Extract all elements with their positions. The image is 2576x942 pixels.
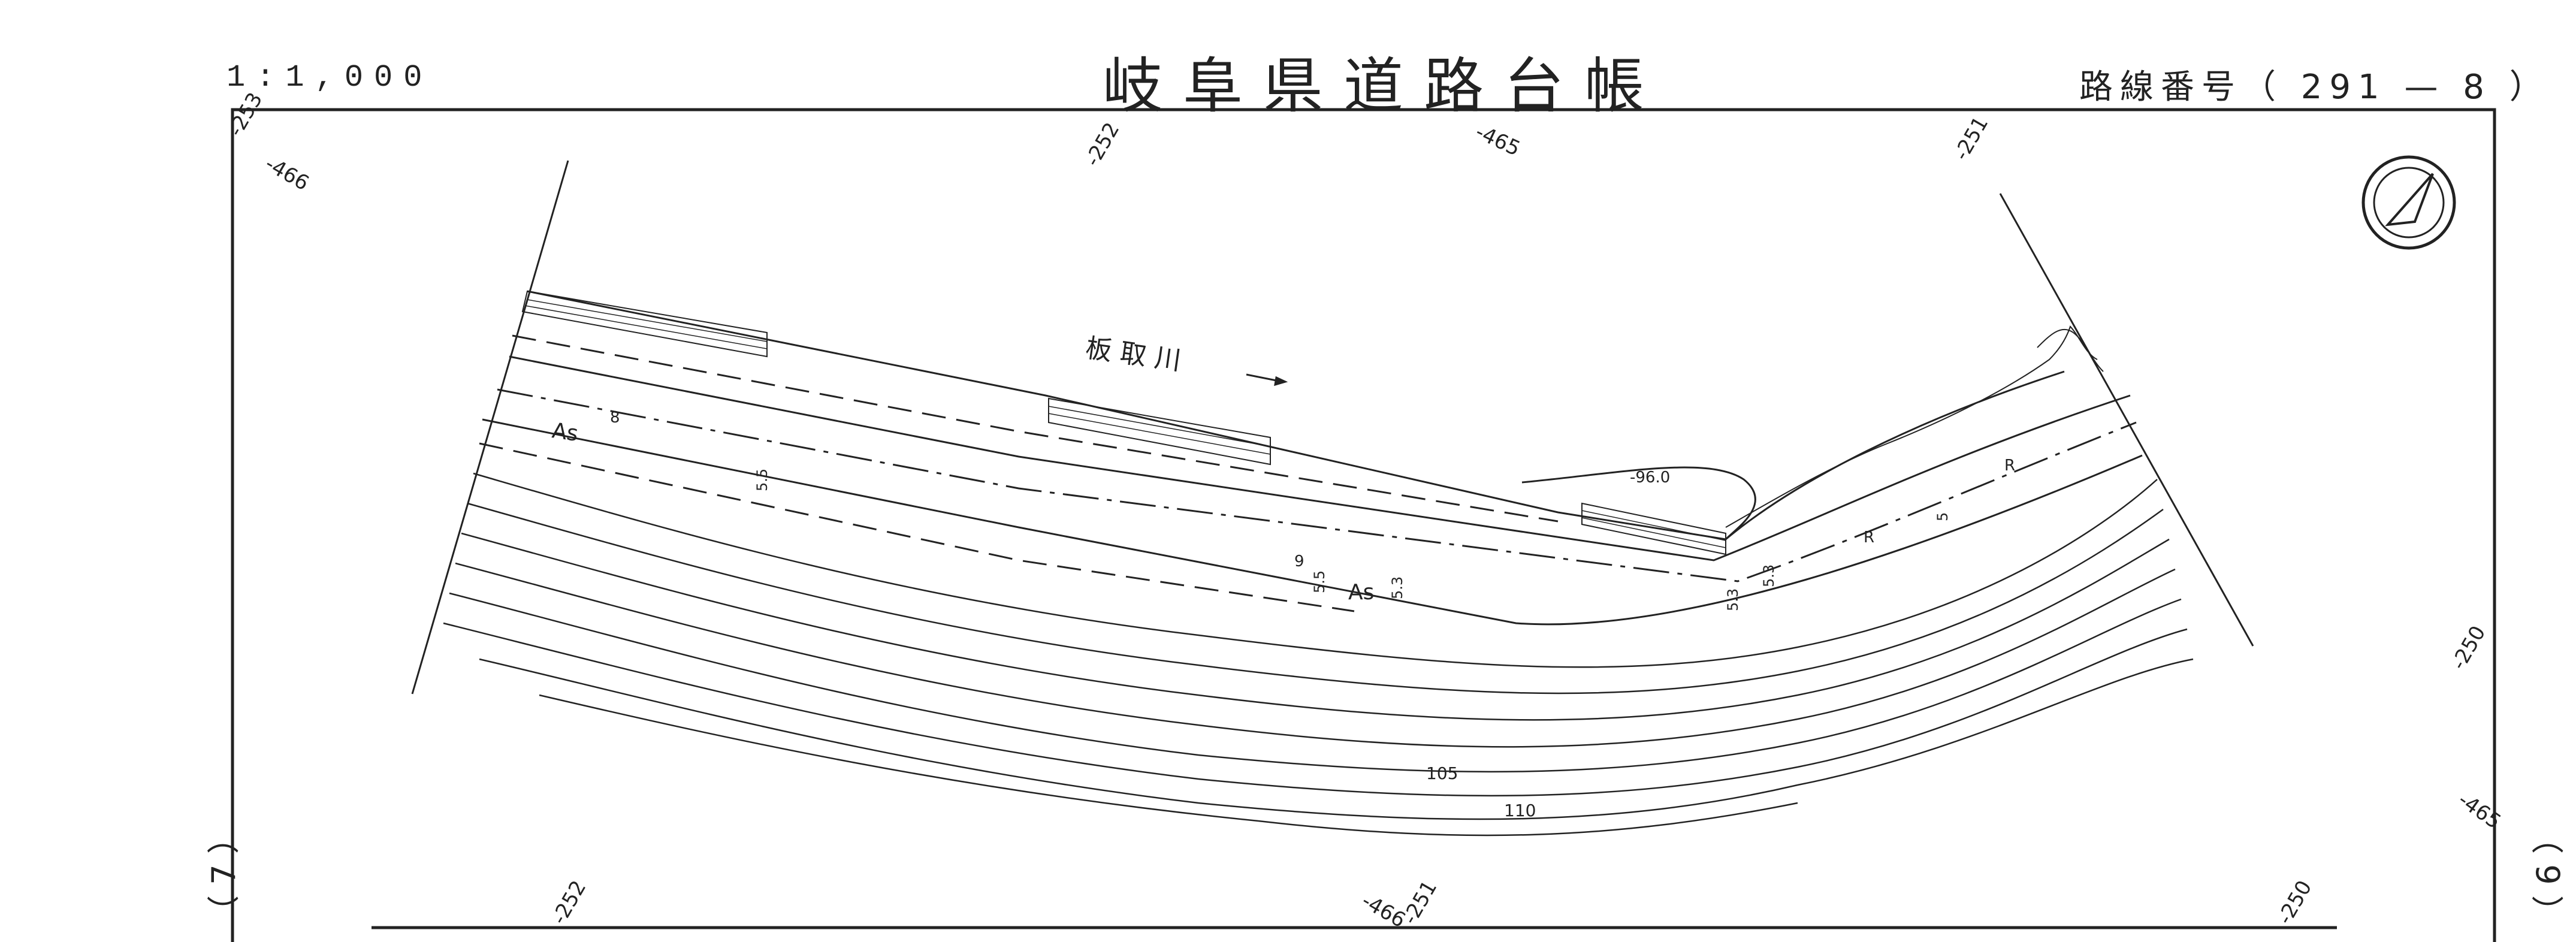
grid-label: -251 [1949,113,1993,165]
guardrail-lower [479,442,1355,612]
tree-line [1725,325,2104,528]
road-center-line [497,388,2137,582]
grid-label: -251 [1398,877,1442,929]
boundary-lines [411,160,2254,695]
map-scale: 1:1,000 [227,60,433,95]
width-label: 5.3 [1389,576,1406,599]
width-label: 5.5 [754,469,771,491]
grid-label: -253 [224,89,267,141]
road-upper-edge [509,355,2131,561]
contour-label: 110 [1504,801,1536,820]
grid-label: -465 [1472,120,1524,161]
grid-label: -250 [2447,622,2490,674]
river-bank [527,290,2065,541]
guardrail-upper [512,334,1559,523]
revetment-bricks [521,290,1726,555]
road-lower-edge [482,418,2143,626]
road-surface-label: As [1348,580,1374,605]
width-label: 5.3 [1725,588,1741,611]
river-flow-arrow [1246,373,1288,387]
letter-mark: R [1864,529,1874,547]
width-label: 8 [610,409,620,427]
letter-mark: R [2004,457,2015,475]
river-label: 板 取 川 [1083,333,1183,376]
grid-label: -465 [2454,788,2505,834]
spot-height: -96.0 [1630,469,1670,487]
width-label: 5.3 [1760,564,1777,587]
road-lines [479,334,2143,626]
contour-label: 105 [1426,763,1458,783]
width-label: 5.5 [1311,570,1328,593]
grid-label: -252 [547,877,591,929]
map-frame [231,108,2496,942]
width-label: 9 [1294,552,1304,570]
road-surface-label: As [551,418,580,446]
grid-label: -466 [261,152,313,195]
contour-lines [443,472,2194,837]
grid-label: -252 [1080,119,1124,171]
grid-label: -250 [2273,877,2317,929]
route-number: 路線番号（ 291 — 8 ） [2079,68,2550,107]
north-arrow-icon [2361,155,2456,250]
width-label: 5 [1934,512,1951,521]
